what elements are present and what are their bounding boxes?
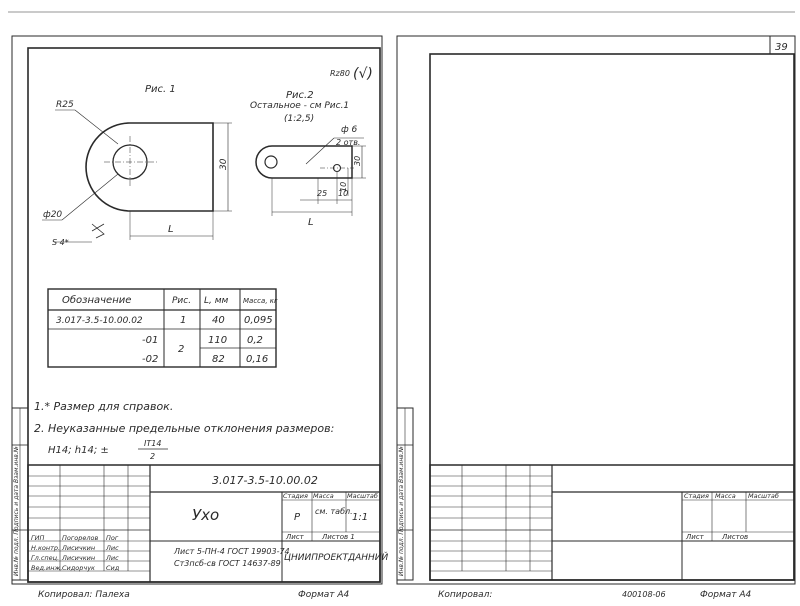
fig1-length-label: L xyxy=(168,224,174,235)
table-header-fig: Рис. xyxy=(172,296,191,306)
title-mass: см. табл. xyxy=(315,507,353,516)
table-row1-designation: 3.017-3.5-10.00.02 xyxy=(56,316,143,326)
fig2-hole-left xyxy=(264,155,278,169)
fig2-note-line1: Остальное - см Рис.1 xyxy=(250,101,349,111)
right-title-block: Стадия Масса Масштаб Лист Листов xyxy=(429,464,795,581)
table-row3-designation: -02 xyxy=(142,354,158,365)
table-row2-fig: 2 xyxy=(178,344,184,355)
person-1-name: Погорелов xyxy=(62,534,99,542)
title-organization: ЦНИИПРОЕКТДАННИЙ xyxy=(284,551,389,563)
left-sheet-outer xyxy=(11,35,383,585)
fig2-note-line2: (1:2,5) xyxy=(284,114,314,124)
title-sheet-label: Лист xyxy=(285,533,305,541)
left-side-stamp: Инв.№ подл. Подпись и дата Взам.инв.№ xyxy=(11,407,29,581)
fig2-dim-25: 25 xyxy=(317,189,327,198)
right-sheet-frame xyxy=(429,53,795,581)
fig1-thickness-label: S 4* xyxy=(52,238,69,247)
fig1-hole-label: ф20 xyxy=(43,210,62,220)
person-4-name: Сидорчук xyxy=(62,564,95,572)
person-3-role: Гл.спец. xyxy=(31,554,59,562)
right-header-scale: Масштаб xyxy=(748,492,779,500)
fig2-outline xyxy=(255,145,353,179)
fig1-caption: Рис. 1 xyxy=(145,84,176,95)
fig1-outline xyxy=(85,122,214,212)
table-header-mass: Масса, кг xyxy=(243,297,278,305)
right-format: Формат А4 xyxy=(700,590,752,600)
fig1-radius-label: R25 xyxy=(56,100,74,110)
right-header-stage: Стадия xyxy=(684,492,709,500)
right-sheets-label: Листов xyxy=(721,533,748,541)
right-header-mass: Масса xyxy=(715,492,736,500)
fig2-hole-label: ф 6 xyxy=(341,125,358,135)
person-2-sign: Лис xyxy=(105,544,119,552)
left-side-stamp-text: Инв.№ подл. Подпись и дата Взам.инв.№ xyxy=(13,446,20,576)
roughness-mark: Rz80 xyxy=(330,69,350,78)
page-number-box xyxy=(769,35,796,55)
note-3-tolerance: Н14; h14; ± xyxy=(48,445,109,456)
fig2-dim-10b: 10 xyxy=(339,182,348,192)
person-1-sign: Пог xyxy=(106,534,119,542)
title-designation: 3.017-3.5-10.00.02 xyxy=(212,474,318,487)
table-row2-designation: -01 xyxy=(142,335,158,346)
person-2-name: Лисичкин xyxy=(61,544,95,552)
right-sheet-label: Лист xyxy=(685,533,705,541)
page-number: 39 xyxy=(775,42,788,53)
person-4-sign: Сид xyxy=(106,564,120,572)
note-1: 1.* Размер для справок. xyxy=(34,400,173,413)
person-1-role: ГИП xyxy=(31,534,44,542)
figure-2: Рис.2 Остальное - см Рис.1 (1:2,5) ф 6 2… xyxy=(250,90,366,228)
title-header-scale: Масштаб xyxy=(347,492,378,500)
fig2-dim-30: 30 xyxy=(353,156,362,166)
title-header-mass: Масса xyxy=(313,492,334,500)
person-3-sign: Лис xyxy=(105,554,119,562)
figure-1: Рис. 1 R25 ф20 30 L S 4 xyxy=(42,84,232,247)
person-2-role: Н.контр. xyxy=(31,544,60,552)
fig2-hole-count: 2 отв. xyxy=(336,138,360,147)
table-row2-length: 110 xyxy=(208,335,227,346)
right-sheet: 39 Инв.№ подл. Подпись и дата Взам.инв.№ xyxy=(396,35,796,600)
note-2: 2. Неуказанные предельные отклонения раз… xyxy=(34,422,334,435)
title-name: Ухо xyxy=(192,506,219,524)
right-side-stamp-text: Инв.№ подл. Подпись и дата Взам.инв.№ xyxy=(398,446,405,576)
person-3-name: Лисичкин xyxy=(61,554,95,562)
right-code: 400108-06 xyxy=(622,590,666,599)
roughness-symbol: (√) xyxy=(353,66,373,82)
right-copied: Копировал: xyxy=(438,590,492,600)
left-copied: Копировал: Палеха xyxy=(38,590,130,600)
fig2-caption: Рис.2 xyxy=(286,90,314,101)
right-sheet-outer xyxy=(396,35,796,585)
title-sheets-label: Листов 1 xyxy=(321,533,355,541)
left-format: Формат А4 xyxy=(298,590,350,600)
variants-table: Обозначение Рис. L, мм Масса, кг 3.017-3… xyxy=(47,288,278,368)
note-3-numerator: IT14 xyxy=(144,439,161,448)
table-row1-length: 40 xyxy=(212,315,225,326)
title-scale: 1:1 xyxy=(352,512,368,523)
left-sheet-frame xyxy=(27,47,381,583)
table-row1-mass: 0,095 xyxy=(244,315,273,326)
title-material-line1: Лист 5-ПН-4 ГОСТ 19903-74 xyxy=(173,547,290,556)
left-sheet: Инв.№ подл. Подпись и дата Взам.инв.№ Rz… xyxy=(11,35,389,600)
fig2-dim-10: 10 xyxy=(338,189,348,198)
table-row2-mass: 0,2 xyxy=(247,335,263,346)
table-header-length: L, мм xyxy=(204,296,229,306)
note-3-denominator: 2 xyxy=(150,452,155,461)
table-row1-fig: 1 xyxy=(180,315,186,326)
person-4-role: Вед.инж. xyxy=(31,564,62,572)
fig1-width-label: 30 xyxy=(219,158,229,170)
left-title-block: 3.017-3.5-10.00.02 Ухо Стадия Масса Масш… xyxy=(27,464,389,583)
title-stage: Р xyxy=(294,512,301,523)
table-header-designation: Обозначение xyxy=(62,294,131,306)
title-material-line2: Ст3псб-св ГОСТ 14637-89 xyxy=(174,559,281,568)
title-header-stage: Стадия xyxy=(283,492,308,500)
right-side-stamp: Инв.№ подл. Подпись и дата Взам.инв.№ xyxy=(396,407,414,581)
table-row3-mass: 0,16 xyxy=(246,354,268,365)
table-row3-length: 82 xyxy=(212,354,225,365)
fig2-length-label: L xyxy=(308,217,314,228)
